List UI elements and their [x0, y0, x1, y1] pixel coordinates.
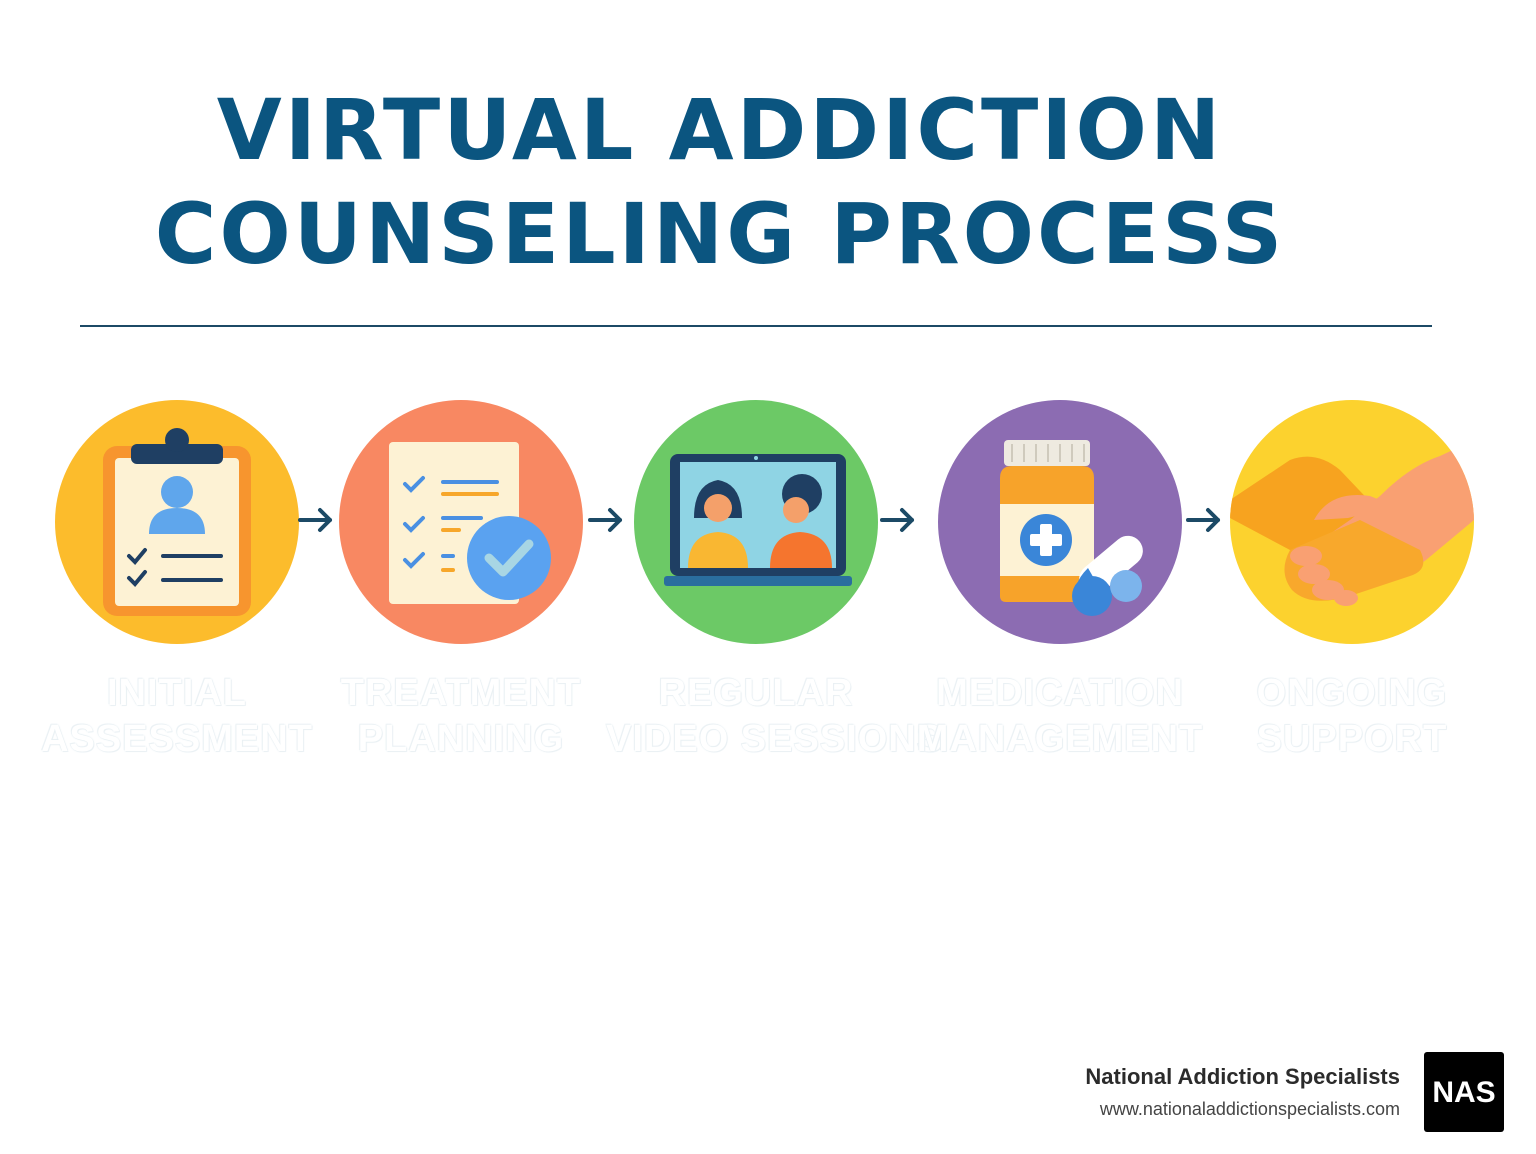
step-3-label-line-2: VIDEO SESSIONS [606, 718, 944, 760]
step-video-sessions-circle [634, 400, 878, 644]
brand-name: National Addiction Specialists [1085, 1064, 1400, 1089]
step-2-label: TREATMENT PLANNING [311, 670, 611, 762]
step-4-label-line-2: MANAGEMENT [916, 718, 1204, 760]
title-divider [80, 325, 1432, 327]
step-4-label-line-1: MEDICATION [936, 672, 1184, 714]
step-initial-assessment-circle [55, 400, 299, 644]
title-line-2: COUNSELING PROCESS [154, 185, 1286, 283]
arrow-right-icon [298, 508, 332, 532]
step-5-label-line-2: SUPPORT [1256, 718, 1448, 760]
step-1-label: INITIAL ASSESSMENT [27, 670, 327, 762]
step-3-label: REGULAR VIDEO SESSIONS [606, 670, 944, 762]
medicine-bottle-icon [1000, 440, 1143, 616]
nas-logo: NAS [1424, 1052, 1504, 1132]
step-1-label-line-1: INITIAL [107, 672, 247, 714]
step-medication-management-circle [938, 400, 1182, 644]
step-4-label: MEDICATION MANAGEMENT [910, 670, 1210, 762]
arrow-right-icon [880, 508, 914, 532]
arrow-right-icon [588, 508, 622, 532]
step-1-label-line-2: ASSESSMENT [41, 718, 313, 760]
step-2-label-line-1: TREATMENT [340, 672, 582, 714]
video-call-laptop-icon [664, 454, 852, 586]
title-line-1: VIRTUAL ADDICTION [216, 81, 1224, 179]
brand-url[interactable]: www.nationaladdictionspecialists.com [1099, 1099, 1400, 1119]
step-3-label-line-1: REGULAR [658, 672, 854, 714]
page-title: VIRTUAL ADDICTION COUNSELING PROCESS [0, 78, 1440, 286]
nas-logo-icon: NAS [1432, 1076, 1495, 1109]
logo-text: NAS [1432, 1076, 1495, 1109]
step-treatment-planning-circle [339, 400, 583, 644]
step-2-label-line-2: PLANNING [357, 718, 565, 760]
step-5-label: ONGOING SUPPORT [1202, 670, 1502, 762]
handshake-icon [1230, 440, 1474, 606]
arrow-right-icon [1186, 508, 1220, 532]
checklist-document-icon [389, 442, 551, 604]
clipboard-profile-icon [103, 428, 251, 616]
step-5-label-line-1: ONGOING [1256, 672, 1448, 714]
step-ongoing-support-circle [1230, 400, 1474, 644]
